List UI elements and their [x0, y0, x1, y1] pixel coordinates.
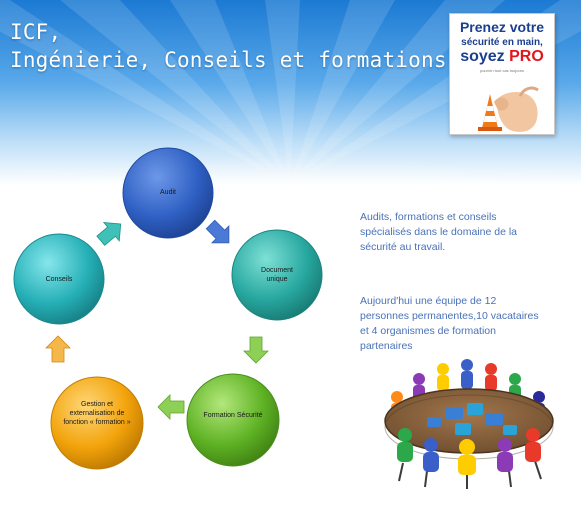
arrow-formation-to-gestion-icon [157, 394, 185, 420]
node-conseils [13, 233, 105, 325]
title-line-1: ICF, [10, 20, 62, 44]
node-formation [186, 373, 280, 467]
node-document [231, 229, 323, 321]
arrow-document-to-formation-icon [243, 336, 269, 364]
description-p1-line: sécurité au travail. [360, 241, 446, 253]
node-gestion [50, 376, 144, 470]
promo-line-3: soyez PRO [450, 48, 554, 66]
promo-line-4: pour/en tout cas toujours [479, 68, 525, 73]
description-p1-line: Audits, formations et conseils [360, 211, 497, 223]
node-gestion-label: Gestion et externalisation de fonction «… [63, 401, 131, 426]
node-audit [122, 147, 214, 239]
arrow-audit-to-document-icon [205, 219, 230, 244]
node-audit-label: Audit [160, 189, 176, 196]
promo-line-1: Prenez votre [459, 19, 545, 35]
node-document-label: Document unique [261, 267, 293, 283]
arrow-conseils-to-audit-icon [96, 222, 122, 246]
promo-pro: PRO [509, 48, 544, 65]
promo-line-2: sécurité en main, [461, 37, 543, 48]
meeting-table-illustration [384, 359, 554, 489]
description-p2-line: et 4 organismes de formation [360, 325, 496, 337]
description-p1-line: spécialisés dans le domaine de la [360, 226, 518, 238]
description-p2-line: personnes permanentes,10 vacataires [360, 310, 539, 322]
description-paragraph-1: Audits, formations et conseils spécialis… [360, 210, 517, 255]
arrow-gestion-to-conseils-icon [45, 335, 71, 363]
description-paragraph-2: Aujourd'hui une équipe de 12 personnes p… [360, 294, 539, 354]
description-p2-line: partenaires [360, 340, 413, 352]
cone-hand-icon [478, 86, 539, 132]
node-formation-label: Formation Sécurité [203, 412, 263, 419]
promo-card: Prenez votre sécurité en main, soyez PRO… [449, 13, 555, 135]
title-line-2: Ingénierie, Conseils et formations [10, 48, 447, 72]
node-conseils-label: Conseils [45, 276, 73, 283]
promo-soyez: soyez [460, 48, 510, 65]
description-p2-line: Aujourd'hui une équipe de 12 [360, 295, 497, 307]
